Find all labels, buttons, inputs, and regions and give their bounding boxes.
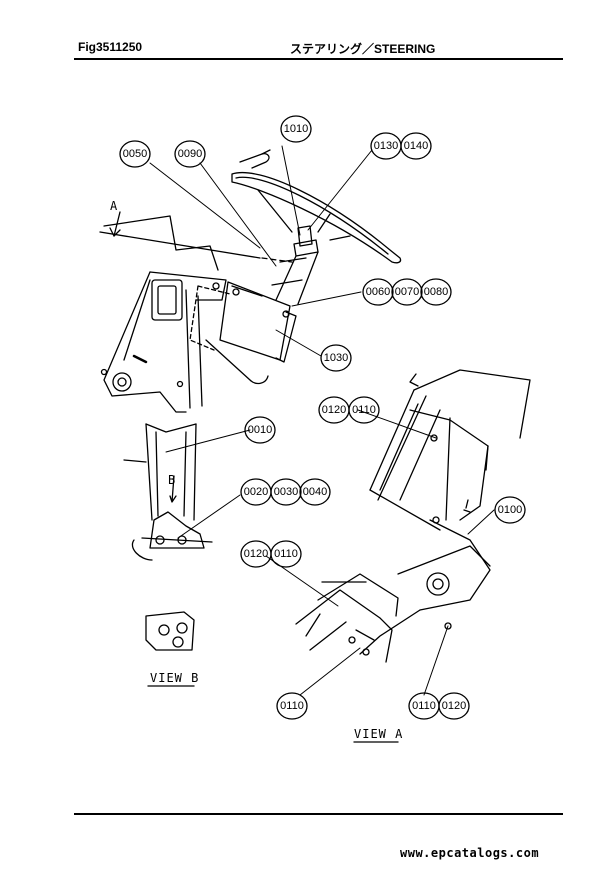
callout-1030: 1030 <box>324 352 348 364</box>
callout-0060: 0060 <box>366 286 390 298</box>
steering-column <box>271 225 319 305</box>
support-post <box>123 423 213 561</box>
callout-0020: 0020 <box>244 486 268 498</box>
figure-id: Fig3511250 <box>78 40 143 54</box>
column-bracket <box>189 281 297 385</box>
leader-lines <box>149 145 495 696</box>
steering-wheel <box>231 149 402 264</box>
view-a-assembly <box>295 369 531 743</box>
callout-0080: 0080 <box>424 286 448 298</box>
callout-0050: 0050 <box>123 148 147 160</box>
callout-0120: 0120 <box>442 700 466 712</box>
footer-rule <box>74 813 563 815</box>
view-a-arrow-label: A <box>110 199 118 213</box>
callout-0100: 0100 <box>498 504 522 516</box>
callout-0090: 0090 <box>178 148 202 160</box>
callout-0010: 0010 <box>248 424 272 436</box>
callout-0140: 0140 <box>404 140 428 152</box>
callout-bubbles <box>119 115 526 720</box>
view-b-plate <box>145 611 195 687</box>
callout-0110: 0110 <box>412 700 436 712</box>
callout-0130: 0130 <box>374 140 398 152</box>
callout-0030: 0030 <box>274 486 298 498</box>
callout-0040: 0040 <box>303 486 327 498</box>
figure-title: ステアリング／STEERING <box>290 42 436 56</box>
callout-0110: 0110 <box>352 404 376 416</box>
dash-panel <box>100 215 227 413</box>
view-a-label: VIEW A <box>354 727 403 741</box>
callout-0110: 0110 <box>274 548 298 560</box>
callout-0120: 0120 <box>244 548 268 560</box>
callout-0110: 0110 <box>280 700 304 712</box>
callout-0120: 0120 <box>322 404 346 416</box>
view-a-arrow <box>99 211 293 263</box>
callout-0070: 0070 <box>395 286 419 298</box>
view-b-label: VIEW B <box>150 671 199 685</box>
header-rule <box>74 58 563 60</box>
watermark-text: www.epcatalogs.com <box>400 846 540 860</box>
view-b-arrow-label: B <box>168 473 176 487</box>
callout-1010: 1010 <box>284 123 308 135</box>
